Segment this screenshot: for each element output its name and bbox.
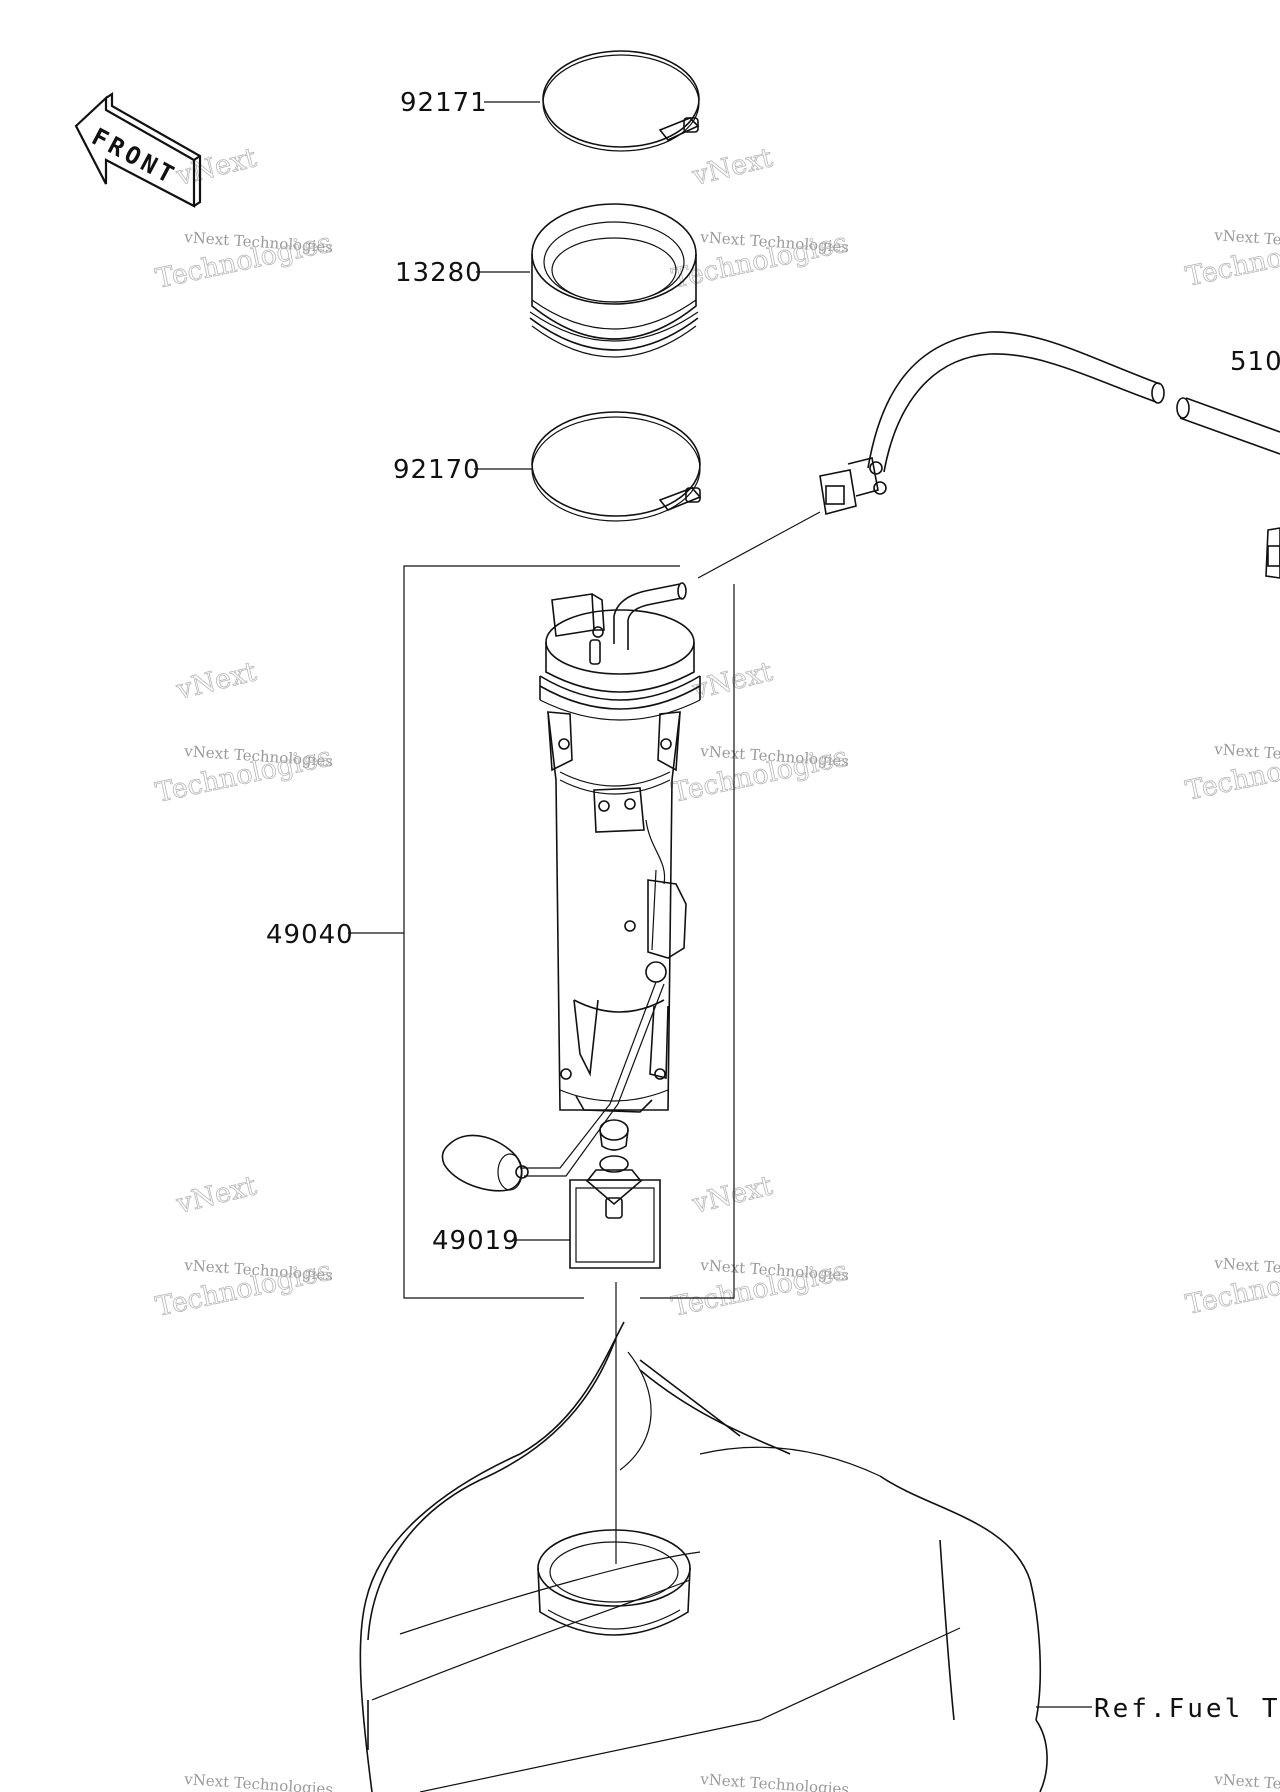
callout-49019: 49019 xyxy=(432,1226,570,1256)
part-label-92171: 92171 xyxy=(400,88,488,118)
svg-text:vNext: vNext xyxy=(689,1170,776,1220)
svg-text:vNext: vNext xyxy=(173,1170,260,1220)
svg-text:vNext: vNext xyxy=(689,656,776,706)
front-arrow-label: FRONT xyxy=(87,123,182,191)
callout-ref-fuel-tank: Ref.Fuel Tan xyxy=(1036,1694,1280,1724)
seal-13280 xyxy=(529,203,699,358)
reference-label-fuel-tank: Ref.Fuel Tan xyxy=(1094,1694,1280,1724)
callout-92170: 92170 xyxy=(393,455,532,485)
callout-92171: 92171 xyxy=(400,88,540,118)
watermark: vNext xyxy=(688,142,776,193)
watermark: vNext xyxy=(172,1170,260,1221)
part-label-510: 510 xyxy=(1230,347,1280,377)
hose-clamp-92170 xyxy=(531,411,702,522)
svg-text:vNext: vNext xyxy=(173,142,260,192)
fuel-tank-reference xyxy=(359,1321,1048,1792)
watermark-text: vNext Technologies xyxy=(183,1770,334,1792)
hose-clamp-92171 xyxy=(542,50,700,152)
watermark: vNext xyxy=(172,656,260,707)
watermark-text: vNext Technologies xyxy=(1213,1770,1280,1792)
watermark: vNext xyxy=(688,656,776,707)
callout-49040: 49040 xyxy=(266,920,404,950)
part-label-13280: 13280 xyxy=(395,258,483,288)
watermark-group: vNext vNext Technologies Technologies vN… xyxy=(153,142,1280,1792)
part-label-49019: 49019 xyxy=(432,1226,520,1256)
part-label-92170: 92170 xyxy=(393,455,481,485)
fuel-pump-assembly xyxy=(441,582,701,1192)
fuel-filter-49019 xyxy=(569,1155,661,1269)
fuel-hose xyxy=(697,331,1280,579)
watermark-text: vNext Technologies xyxy=(699,1770,850,1792)
watermark: vNext xyxy=(172,142,260,193)
part-label-49040: 49040 xyxy=(266,920,354,950)
svg-text:vNext: vNext xyxy=(689,142,776,192)
watermark: vNext xyxy=(688,1170,776,1221)
svg-text:vNext: vNext xyxy=(173,656,260,706)
callout-13280: 13280 xyxy=(395,258,530,288)
callout-510: 510 xyxy=(1230,347,1280,377)
assembly-bracket-49040 xyxy=(403,565,735,1299)
